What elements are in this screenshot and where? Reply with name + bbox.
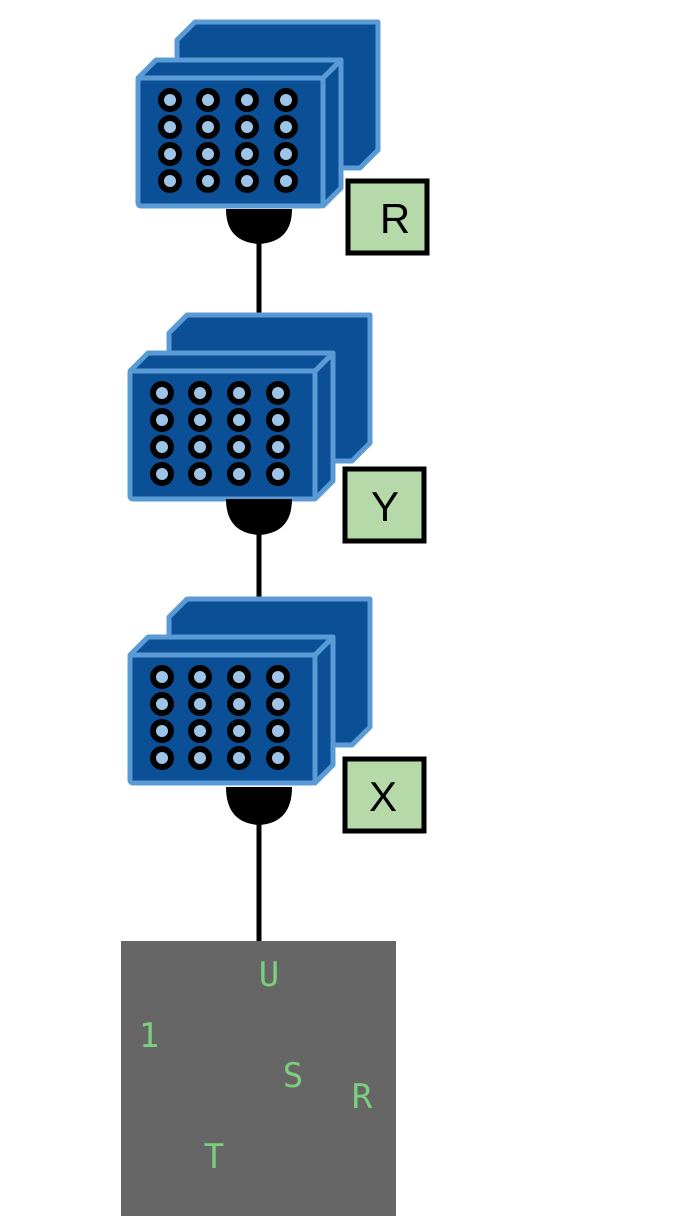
neuron-dot xyxy=(227,665,251,689)
neuron-dot xyxy=(158,169,182,193)
output-cap xyxy=(226,499,292,535)
neuron-dot xyxy=(188,665,212,689)
neuron-dot xyxy=(158,115,182,139)
neuron-dot xyxy=(266,408,290,432)
neuron-dot xyxy=(188,692,212,716)
neuron-grid xyxy=(150,381,290,486)
neuron-dot xyxy=(274,88,298,112)
neuron-dot xyxy=(188,435,212,459)
output-cap xyxy=(226,787,292,825)
neuron-dot xyxy=(150,665,174,689)
layer-label-box: Y xyxy=(342,466,427,544)
module-front-side xyxy=(320,57,344,209)
neuron-dot xyxy=(227,462,251,486)
layer-label-box: X xyxy=(342,756,427,834)
neuron-dot xyxy=(274,115,298,139)
neuron-dot xyxy=(188,746,212,770)
screen-char: S xyxy=(283,1056,303,1096)
neuron-dot xyxy=(235,115,259,139)
neuron-dot xyxy=(266,462,290,486)
neuron-dot xyxy=(150,381,174,405)
label-box-background xyxy=(345,178,430,256)
neuron-dot xyxy=(150,692,174,716)
label-box-background xyxy=(342,756,427,834)
module-front-side xyxy=(312,634,336,786)
input-screen: U 1 S R T xyxy=(121,941,396,1216)
module-front-top xyxy=(135,57,344,81)
neuron-dot xyxy=(227,381,251,405)
screen-char: R xyxy=(352,1077,373,1117)
neuron-dot xyxy=(227,408,251,432)
neuron-dot xyxy=(150,408,174,432)
neuron-dot xyxy=(266,719,290,743)
neuron-dot xyxy=(158,142,182,166)
neuron-dot xyxy=(188,408,212,432)
neuron-dot xyxy=(150,435,174,459)
neuron-dot xyxy=(196,115,220,139)
neuron-dot xyxy=(196,169,220,193)
module-front-top xyxy=(127,350,336,374)
neuron-dot xyxy=(235,142,259,166)
neuron-dot xyxy=(266,692,290,716)
neuron-dot xyxy=(188,719,212,743)
layer-label: X xyxy=(369,773,397,820)
layer-label: R xyxy=(380,195,410,242)
neuron-dot xyxy=(266,381,290,405)
layer-label: Y xyxy=(371,483,399,530)
neuron-dot xyxy=(188,381,212,405)
neuron-dot xyxy=(150,746,174,770)
screen-background xyxy=(121,941,396,1216)
module-front-side xyxy=(312,350,336,502)
neuron-dot xyxy=(227,746,251,770)
module-front-top xyxy=(127,634,336,658)
screen-char: 1 xyxy=(139,1016,159,1056)
neuron-dot xyxy=(227,719,251,743)
label-box-background xyxy=(342,466,427,544)
screen-char: U xyxy=(259,955,279,995)
neuron-dot xyxy=(235,169,259,193)
neuron-dot xyxy=(150,719,174,743)
neuron-dot xyxy=(227,692,251,716)
layer-module-y: Y xyxy=(127,312,427,544)
neuron-dot xyxy=(266,746,290,770)
screen-char: T xyxy=(204,1137,224,1177)
layer-module-r: R xyxy=(135,19,430,256)
output-cap xyxy=(226,209,292,244)
neuron-dot xyxy=(266,665,290,689)
neuron-grid xyxy=(150,665,290,770)
neuron-dot xyxy=(274,169,298,193)
neuron-dot xyxy=(274,142,298,166)
layer-label-box: R xyxy=(345,178,430,256)
neuron-dot xyxy=(188,462,212,486)
neuron-dot xyxy=(150,462,174,486)
neuron-dot xyxy=(196,88,220,112)
neuron-dot xyxy=(235,88,259,112)
layer-module-x: X xyxy=(127,596,427,834)
neuron-dot xyxy=(227,435,251,459)
neuron-grid xyxy=(158,88,298,193)
neuron-dot xyxy=(196,142,220,166)
neuron-dot xyxy=(266,435,290,459)
neuron-dot xyxy=(158,88,182,112)
